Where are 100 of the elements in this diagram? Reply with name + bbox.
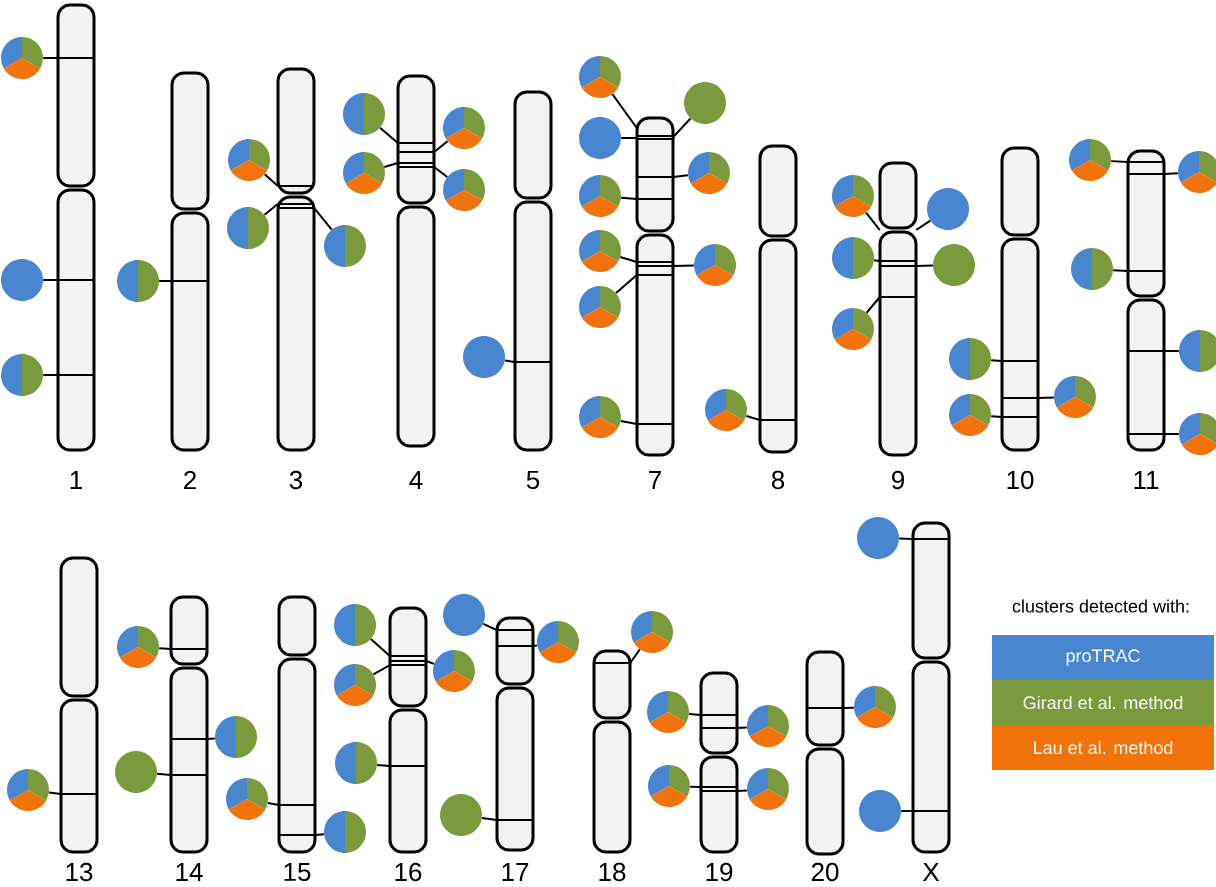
leader-line <box>900 810 914 812</box>
leader-line <box>42 279 59 281</box>
leader-line <box>156 772 172 776</box>
leader-line <box>672 174 689 178</box>
leader-line <box>383 162 399 168</box>
pie-chart <box>324 811 366 853</box>
leader-line <box>865 211 881 231</box>
chromosome-number: 9 <box>892 470 904 490</box>
pie-chart <box>334 664 376 706</box>
leader-line <box>158 647 172 650</box>
pie-chart <box>579 175 621 217</box>
pie-chart <box>343 93 385 135</box>
leader-line <box>481 816 498 821</box>
leader-line <box>736 789 748 792</box>
pie-chart <box>579 117 621 159</box>
leader-line <box>842 706 855 709</box>
leader-line <box>620 137 638 139</box>
chromosome-number: 19 <box>706 862 733 882</box>
chromosome <box>635 116 675 457</box>
pie-chart <box>334 604 376 646</box>
leader-line <box>629 648 641 664</box>
leader-line <box>482 622 498 631</box>
pie-chart <box>857 517 899 559</box>
leader-line <box>990 359 1003 362</box>
pie-chart <box>1069 139 1111 181</box>
chromosome <box>911 521 951 854</box>
pie-chart <box>1178 151 1216 193</box>
pie-chart <box>579 230 621 272</box>
chromosome <box>277 595 317 854</box>
chromosome-number: 11 <box>1134 471 1159 489</box>
pie-chart <box>579 396 621 438</box>
chromosome-number: 7 <box>649 471 661 489</box>
pie-chart <box>115 751 157 793</box>
pie-chart <box>443 594 485 636</box>
pie-chart <box>440 794 482 836</box>
legend-entry: Girard et al. method <box>992 680 1214 725</box>
pie-chart <box>933 244 975 286</box>
chromosome <box>1000 146 1040 452</box>
chromosome <box>878 161 918 457</box>
leader-line <box>619 419 638 425</box>
chromosome-number: 3 <box>289 470 303 490</box>
pie-chart <box>343 152 385 194</box>
leader-line <box>266 801 280 806</box>
chromosome <box>276 67 316 452</box>
leader-line <box>898 537 914 540</box>
leader-line <box>1037 396 1055 399</box>
pie-chart <box>117 260 159 302</box>
leader-line <box>372 664 391 676</box>
chromosome-number: 20 <box>811 862 839 882</box>
leader-line <box>42 374 59 376</box>
leader-line <box>1110 160 1129 163</box>
pie-chart <box>647 691 689 733</box>
pie-chart <box>1 354 43 396</box>
pie-chart <box>705 389 747 431</box>
pie-chart <box>747 768 789 810</box>
chromosome <box>169 595 209 854</box>
pie-chart <box>1071 248 1113 290</box>
chromosome-number: 5 <box>526 470 540 490</box>
pie-chart <box>854 686 896 728</box>
pie-chart <box>7 769 49 811</box>
leader-line <box>369 638 391 657</box>
legend-entry: Lau et al. method <box>992 725 1214 770</box>
pie-chart <box>688 152 730 194</box>
chromosome <box>59 556 99 854</box>
pie-chart <box>1 259 43 301</box>
chromosome <box>758 144 798 454</box>
chromosome-number: 18 <box>599 862 626 882</box>
leader-line <box>1163 433 1180 435</box>
leader-line <box>1112 269 1129 272</box>
pie-chart <box>1054 376 1096 418</box>
chromosome <box>495 616 535 852</box>
legend-entry: proTRAC <box>992 635 1214 680</box>
chromosome-number: 8 <box>771 470 785 490</box>
leader-line <box>611 93 638 129</box>
leader-line <box>1163 350 1180 352</box>
chromosome <box>513 90 553 452</box>
leader-line <box>865 296 881 314</box>
pie-chart <box>537 621 579 663</box>
leader-line <box>736 726 748 729</box>
pie-chart <box>949 338 991 380</box>
leader-line <box>503 359 516 363</box>
chromosome <box>56 3 96 452</box>
leader-line <box>873 259 881 262</box>
pie-chart <box>443 107 485 149</box>
pie-chart <box>684 82 726 124</box>
chromosome-number: X <box>922 863 940 881</box>
leader-line <box>158 280 173 282</box>
pie-chart <box>215 716 257 758</box>
chromosome-number: 14 <box>176 863 203 881</box>
pie-chart <box>579 286 621 328</box>
pie-chart <box>832 175 874 217</box>
pie-chart <box>228 139 270 181</box>
pie-chart <box>747 705 789 747</box>
leader-line <box>313 207 333 231</box>
leader-line <box>433 166 449 179</box>
pie-chart <box>1179 330 1216 372</box>
pie-chart <box>227 207 269 249</box>
chromosome-number: 16 <box>395 862 422 882</box>
leader-line <box>745 415 761 421</box>
leader-line <box>688 712 702 716</box>
